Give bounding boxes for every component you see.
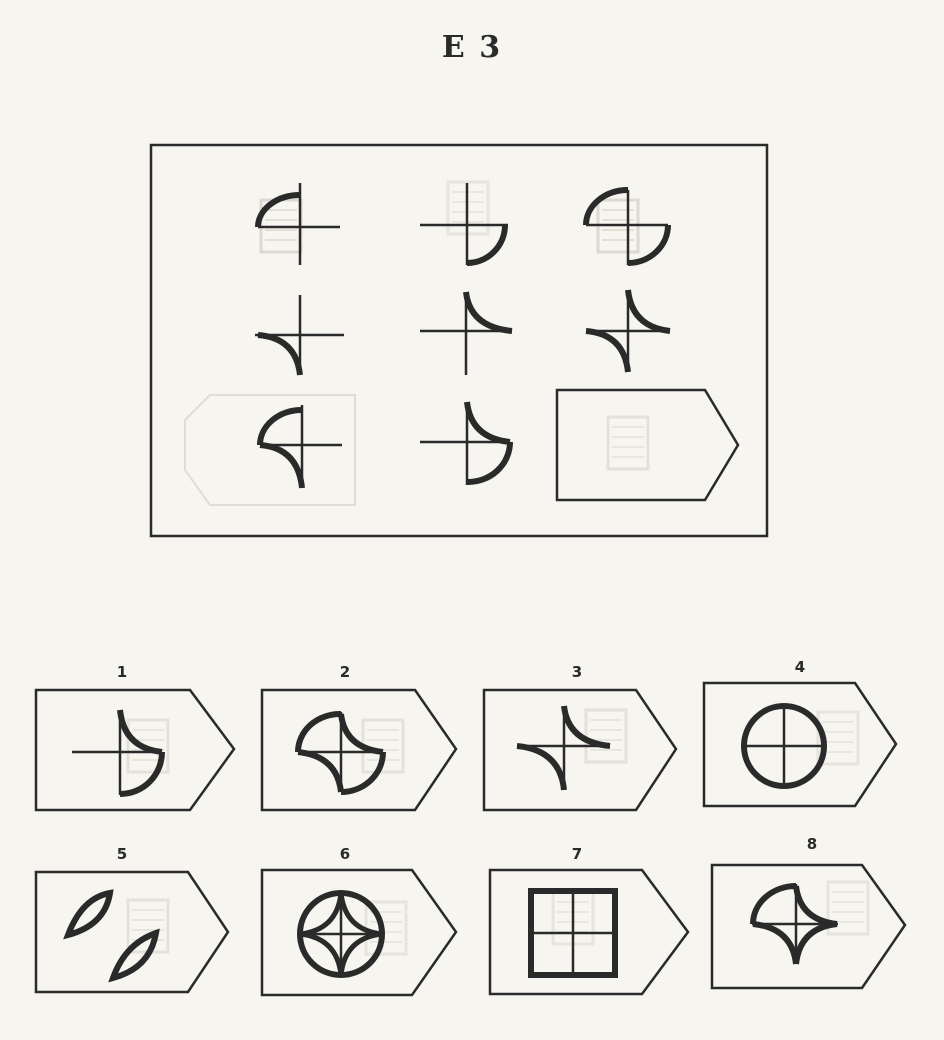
matrix-cell-r3c3-empty-slot — [555, 388, 740, 502]
option-8-number: 8 — [806, 835, 818, 853]
option-2[interactable] — [260, 688, 458, 812]
page-title: E 3 — [441, 30, 503, 65]
option-3[interactable] — [482, 688, 678, 812]
option-1[interactable] — [34, 688, 236, 812]
matrix-cell-r1c2 — [420, 183, 508, 266]
option-7-number: 7 — [571, 845, 583, 863]
matrix-cell-r2c1 — [255, 295, 344, 376]
option-6-number: 6 — [339, 845, 351, 863]
option-3-number: 3 — [571, 663, 583, 681]
matrix-cell-r2c3 — [585, 289, 671, 373]
option-5[interactable] — [34, 870, 230, 994]
matrix-cell-r3c2 — [420, 401, 513, 486]
matrix-frame — [149, 143, 769, 538]
option-8[interactable] — [710, 863, 907, 990]
matrix-cell-r3c1 — [257, 405, 342, 489]
option-7[interactable] — [488, 868, 690, 996]
option-4-number: 4 — [794, 658, 806, 676]
option-5-number: 5 — [116, 845, 128, 863]
matrix-cell-r2c2 — [420, 291, 513, 375]
option-1-number: 1 — [116, 663, 128, 681]
option-2-number: 2 — [339, 663, 351, 681]
matrix-cell-r1c1 — [255, 183, 340, 265]
option-6[interactable] — [260, 868, 458, 997]
matrix-cell-r1c3 — [583, 187, 671, 266]
ghost-tab-shape — [184, 394, 356, 506]
option-4[interactable] — [702, 681, 898, 808]
